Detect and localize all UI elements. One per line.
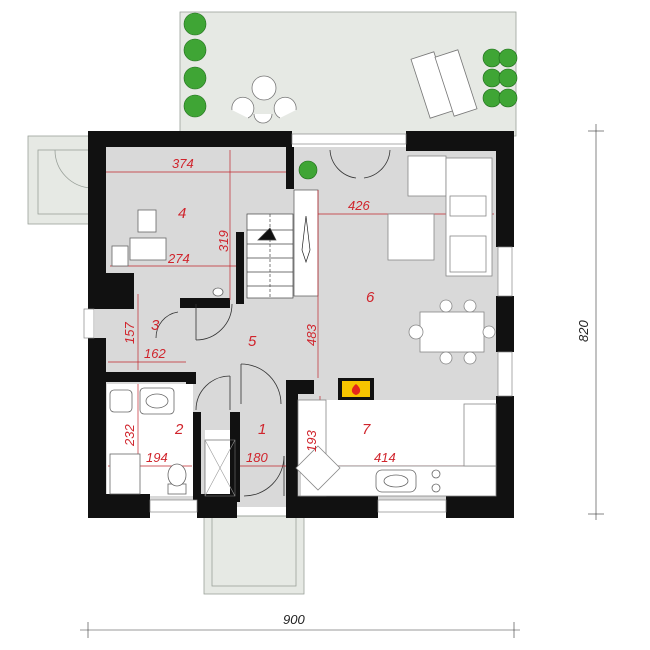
windows — [83, 133, 513, 513]
dim-room1-width: 180 — [246, 450, 268, 465]
room-label-4: 4 — [178, 205, 186, 222]
overall-depth-label: 820 — [576, 320, 591, 342]
coffee-table — [387, 213, 435, 261]
lounger-icon — [410, 49, 478, 119]
shower-tray — [204, 439, 236, 497]
dim-room4-height: 319 — [216, 230, 231, 252]
terrace-door-arc — [54, 149, 93, 189]
dim-room4-inner: 274 — [167, 251, 190, 266]
dim-room7-width: 414 — [374, 450, 396, 465]
dim-room6-width: 426 — [348, 198, 370, 213]
entrance-steps — [203, 515, 305, 595]
dim-room7-height: 193 — [304, 430, 319, 452]
room-label-2: 2 — [174, 421, 184, 438]
overall-width-label: 900 — [283, 612, 305, 627]
bath-fixtures — [109, 387, 175, 495]
toilet-icon — [167, 463, 187, 495]
plant-icon — [183, 12, 518, 180]
table-icon — [408, 299, 496, 365]
room-label-1: 1 — [258, 421, 266, 438]
doors — [155, 149, 391, 497]
walls — [88, 131, 514, 518]
dim-room3-height: 157 — [122, 322, 137, 344]
stove-icon — [431, 469, 441, 493]
dim-room2-height: 232 — [122, 424, 137, 447]
dim-room6-depth: 483 — [304, 324, 319, 346]
stair-landing-arrow — [301, 215, 311, 264]
shower-cross — [204, 439, 236, 497]
room-label-7: 7 — [362, 421, 371, 438]
overall-dimension-lines — [80, 124, 604, 638]
terrace-table — [231, 75, 297, 124]
staircase — [246, 213, 294, 299]
terrace-left — [27, 135, 93, 225]
sink-icon — [375, 469, 417, 493]
room-label-5: 5 — [248, 333, 257, 350]
room-label-3: 3 — [151, 317, 160, 334]
room-label-6: 6 — [366, 289, 375, 306]
dim-room3-width: 162 — [144, 346, 166, 361]
dim-room2-width: 194 — [146, 450, 168, 465]
laundry-fixtures — [111, 209, 224, 297]
sofa-icon — [407, 155, 493, 277]
dim-room4-width: 374 — [172, 156, 194, 171]
entrance-step-inner — [211, 515, 297, 587]
fireplace-icon — [338, 378, 374, 400]
